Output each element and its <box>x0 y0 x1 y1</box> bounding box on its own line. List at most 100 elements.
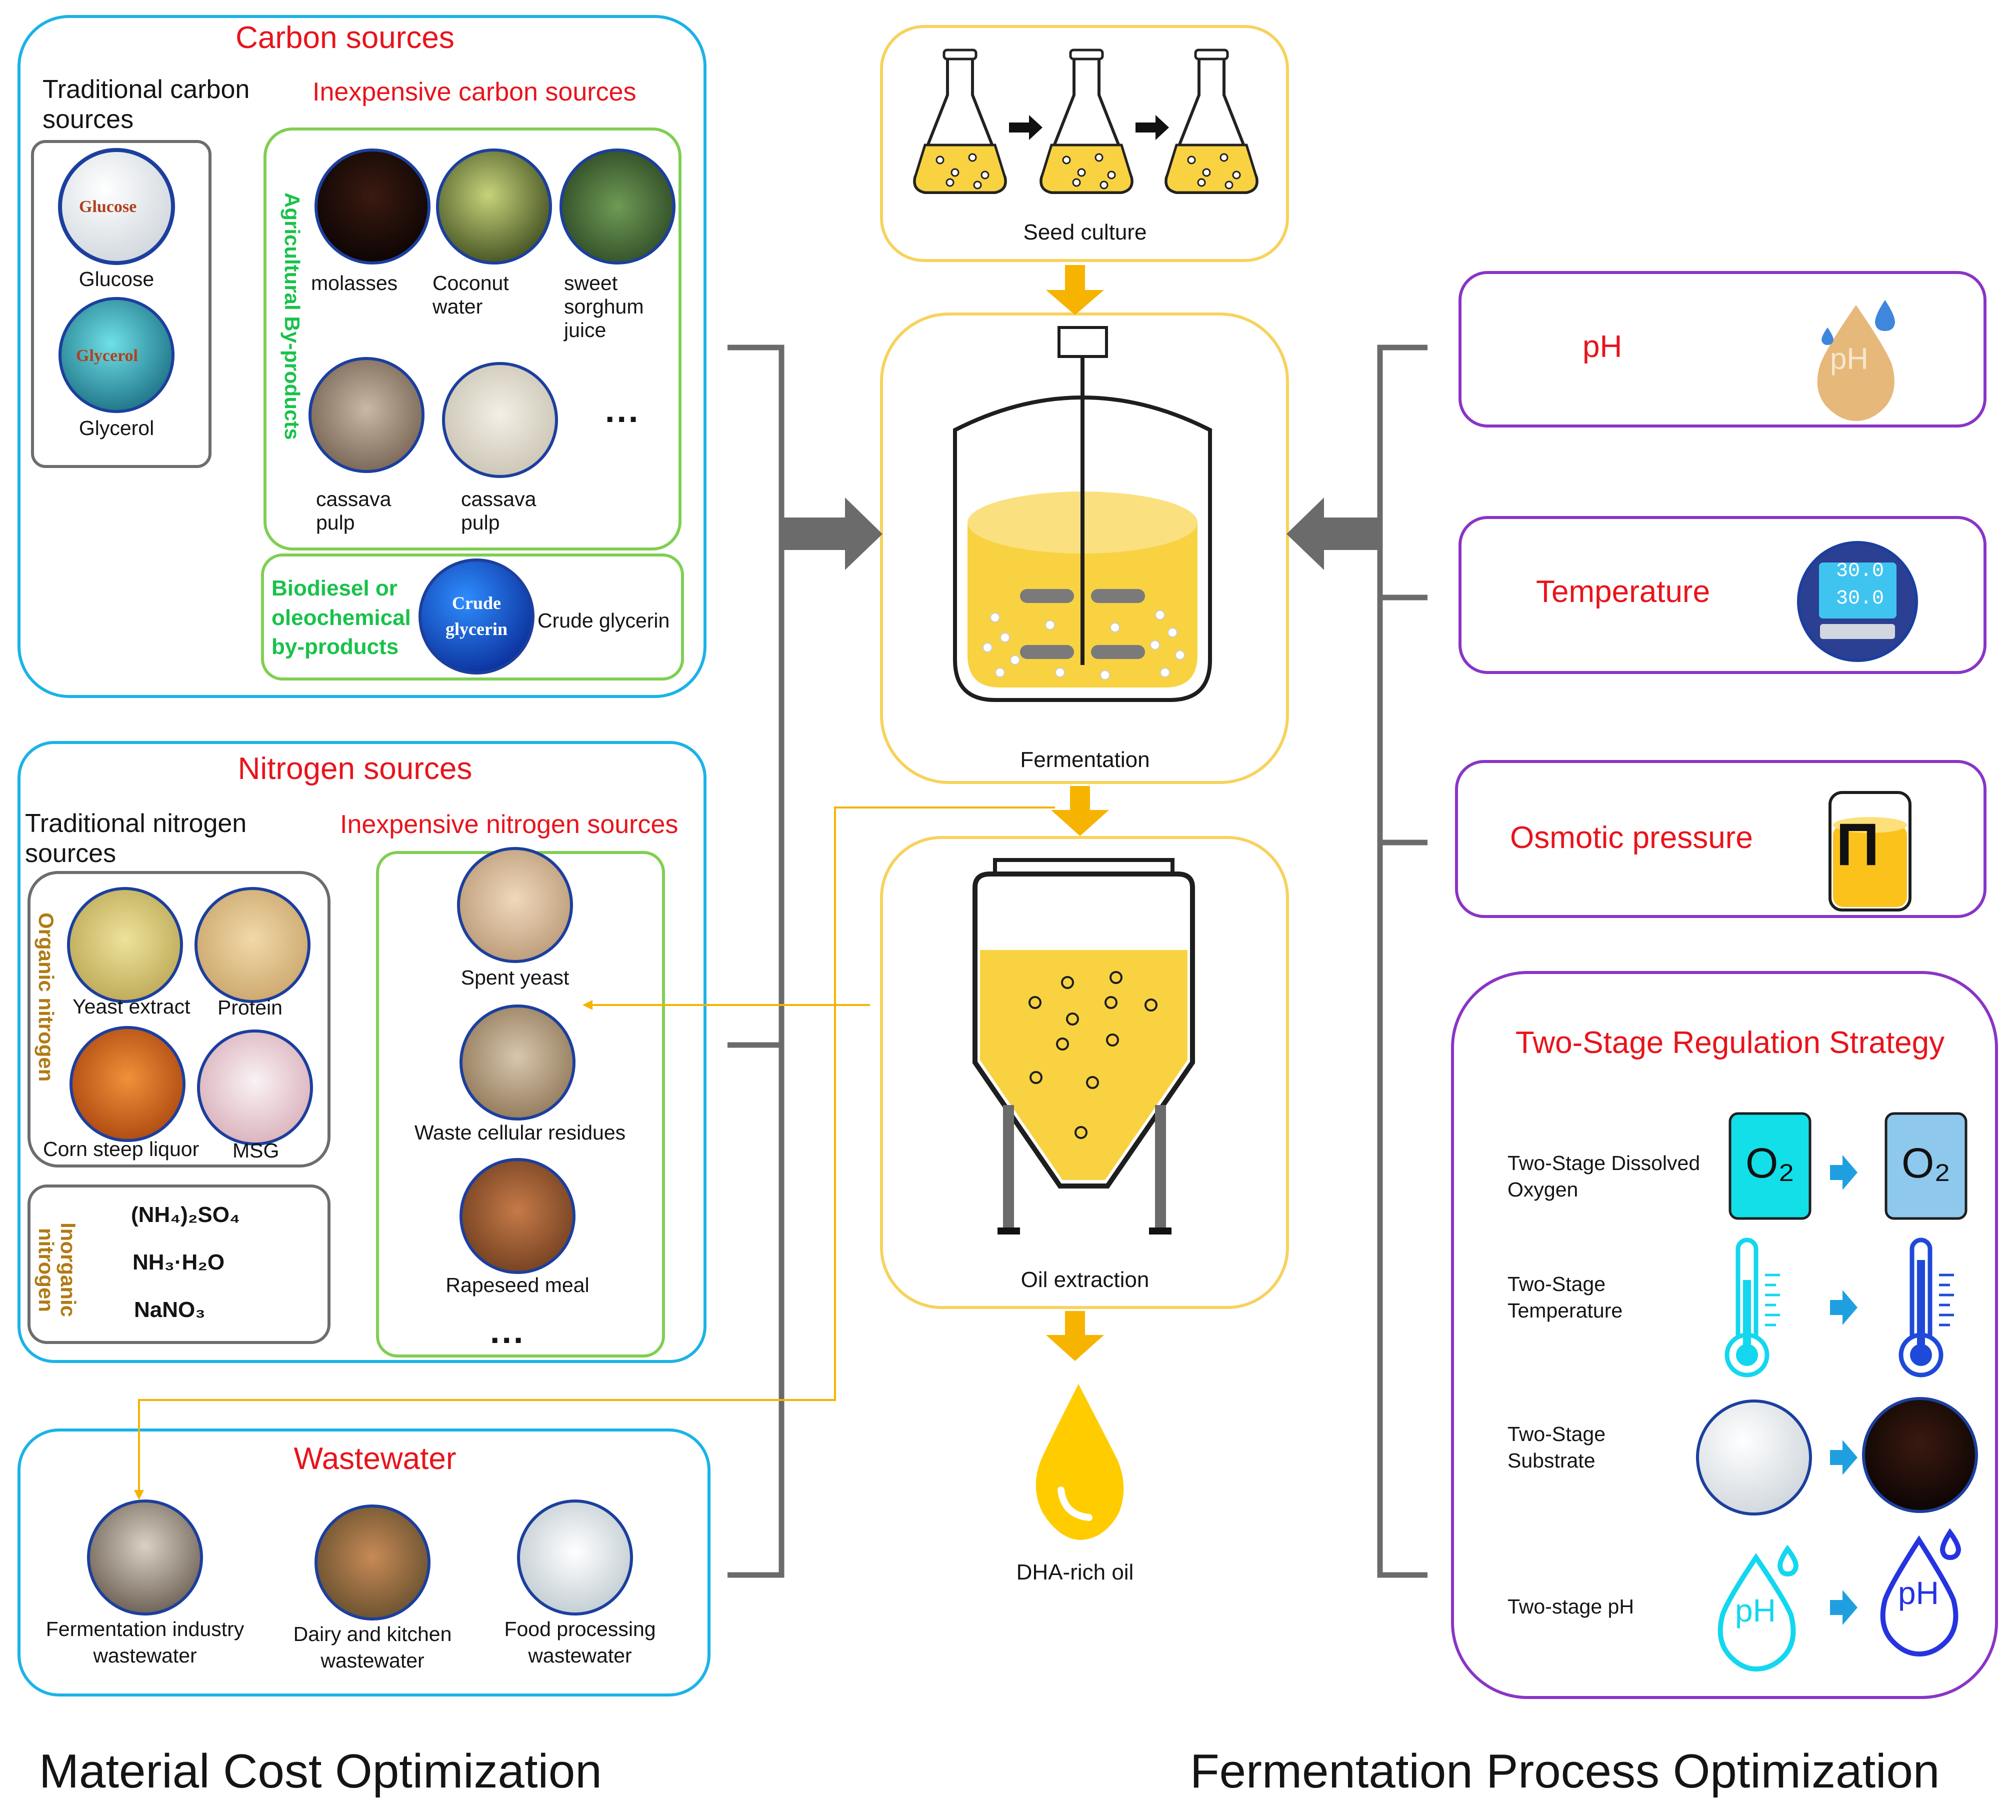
agricultural-byproducts-label: Agricultural By-products <box>280 192 304 440</box>
wastewater-box <box>18 1428 710 1696</box>
biodiesel-label: Biodiesel or oleochemical by-products <box>272 576 411 660</box>
extraction-tank-icon <box>972 858 1195 1234</box>
two-stage-ph-label: Two-stage pH <box>1508 1595 1634 1618</box>
two-stage-temperature-label: Two-Stage Temperature <box>1508 1272 1623 1322</box>
feedback-lines <box>138 806 1055 1495</box>
left-bracket <box>728 344 784 1578</box>
glycerol-tag: Glycerol <box>76 346 138 365</box>
pi-icon-text: Π <box>1836 811 1880 878</box>
rapeseed-photo <box>460 1158 576 1274</box>
two-stage-substrate-label: Two-Stage Substrate <box>1508 1422 1606 1472</box>
two-stage-oxygen-label: Two-Stage Dissolved Oxygen <box>1508 1152 1700 1202</box>
dairy-wastewater-photo <box>314 1504 430 1620</box>
substrate-glucose-photo <box>1696 1400 1812 1516</box>
spent-yeast-label: Spent yeast <box>460 966 570 989</box>
right-big-arrow <box>1286 498 1380 570</box>
ammonium-sulfate-label: (NH₄)₂SO₄ <box>131 1202 240 1227</box>
substrate-molasses-photo <box>1862 1397 1978 1513</box>
flask-arrows <box>1009 115 1169 140</box>
down-arrow-3 <box>1046 1311 1104 1361</box>
osmotic-box <box>1455 760 1986 918</box>
cassava-photo-2 <box>442 362 558 478</box>
fermentation-label: Fermentation <box>1020 748 1150 772</box>
fermentation-process-footer: Fermentation Process Optimization <box>1190 1744 1940 1798</box>
dha-oil-label: DHA-rich oil <box>1016 1560 1134 1584</box>
food-wastewater-photo <box>517 1500 633 1616</box>
crude-glycerin-photo <box>418 558 534 674</box>
yeast-extract-photo <box>67 887 183 1003</box>
flask-bubbles <box>936 153 1241 190</box>
waste-residue-photo <box>460 1004 576 1120</box>
coconut-label: Coconut water <box>432 272 509 318</box>
protein-label: Protein <box>218 996 282 1019</box>
wastewater-title: Wastewater <box>294 1442 456 1476</box>
thermostat-icon <box>1797 541 1918 662</box>
temperature-box <box>1458 516 1986 674</box>
spent-yeast-photo <box>457 847 573 963</box>
inorganic-nitrogen-box <box>28 1184 330 1344</box>
temperature-label: Temperature <box>1536 574 1710 609</box>
seed-culture-label: Seed culture <box>1023 220 1147 244</box>
glycerol-label: Glycerol <box>78 416 154 440</box>
oxygen-low-text: O₂ <box>1902 1140 1950 1186</box>
inexpensive-carbon-title: Inexpensive carbon sources <box>312 78 636 106</box>
nitrogen-sources-title: Nitrogen sources <box>238 752 472 786</box>
flask-2 <box>1040 48 1134 194</box>
fermentation-box <box>880 312 1289 784</box>
thermostat-reading-1: 30.0 <box>1836 560 1884 582</box>
down-arrow-1 <box>1046 265 1104 315</box>
feedback-arrowhead-1 <box>582 1000 592 1010</box>
glucose-photo <box>58 148 175 265</box>
oxygen-high-icon <box>1728 1112 1812 1220</box>
thermometer-cool-icon <box>1724 1238 1780 1378</box>
fermentation-wastewater-photo <box>87 1500 203 1616</box>
nitrogen-sources-box <box>18 741 706 1363</box>
seed-culture-box <box>880 25 1289 262</box>
traditional-carbon-title: Traditional carbon sources <box>42 75 250 134</box>
cassava-label-1: cassava pulp <box>316 488 392 534</box>
crude-glycerin-label: Crude glycerin <box>538 609 670 632</box>
waste-residues-label: Waste cellular residues <box>414 1121 626 1144</box>
oxygen-high-text: O₂ <box>1746 1140 1794 1186</box>
sodium-nitrate-label: NaNO₃ <box>134 1298 206 1322</box>
beaker-icon <box>1828 791 1912 912</box>
ph-icon-text: pH <box>1830 342 1868 376</box>
glucose-label: Glucose <box>78 268 154 290</box>
corn-steep-photo <box>70 1026 186 1142</box>
ph-label: pH <box>1582 330 1622 364</box>
sorghum-label: sweet sorghum juice <box>564 272 644 342</box>
inorganic-nitrogen-label: Inorganic nitrogen <box>34 1222 80 1318</box>
ph-blue-text: pH <box>1898 1575 1939 1611</box>
fermenter-icon <box>953 326 1212 702</box>
carbon-sources-title: Carbon sources <box>236 20 454 55</box>
crude-glycerin-tag: Crude glycerin <box>446 593 508 640</box>
traditional-carbon-box <box>31 140 212 468</box>
food-wastewater-label: Food processing wastewater <box>504 1618 656 1668</box>
thermostat-reading-2: 30.0 <box>1836 588 1884 610</box>
flask-3 <box>1164 48 1258 194</box>
oil-drop-icon <box>1036 1384 1124 1540</box>
ph-drop-cyan-icon <box>1718 1544 1799 1672</box>
cassava-photo-1 <box>308 357 424 473</box>
glucose-tag: Glucose <box>79 198 137 216</box>
osmotic-pressure-label: Osmotic pressure <box>1510 820 1753 855</box>
cassava-label-2: cassava pulp <box>461 488 536 534</box>
carbon-ellipsis: ... <box>605 390 640 430</box>
right-bracket <box>1377 344 1428 1578</box>
protein-photo <box>194 887 310 1003</box>
oil-extraction-label: Oil extraction <box>1020 1268 1150 1292</box>
two-stage-title: Two-Stage Regulation Strategy <box>1515 1026 1945 1060</box>
molasses-label: molasses <box>311 272 398 294</box>
stage-arrows <box>1830 1155 1858 1625</box>
msg-photo <box>197 1030 313 1146</box>
molasses-photo <box>314 148 430 264</box>
glycerol-photo <box>58 297 174 413</box>
biodiesel-box <box>261 554 684 680</box>
ammonia-water-label: NH₃·H₂O <box>132 1250 225 1274</box>
sorghum-photo <box>560 148 676 264</box>
organic-nitrogen-label: Organic nitrogen <box>34 912 58 1082</box>
inexpensive-nitrogen-title: Inexpensive nitrogen sources <box>340 810 678 839</box>
two-stage-box <box>1451 971 1998 1699</box>
dairy-wastewater-label: Dairy and kitchen wastewater <box>293 1622 452 1672</box>
ph-drop-blue-icon <box>1880 1528 1962 1657</box>
